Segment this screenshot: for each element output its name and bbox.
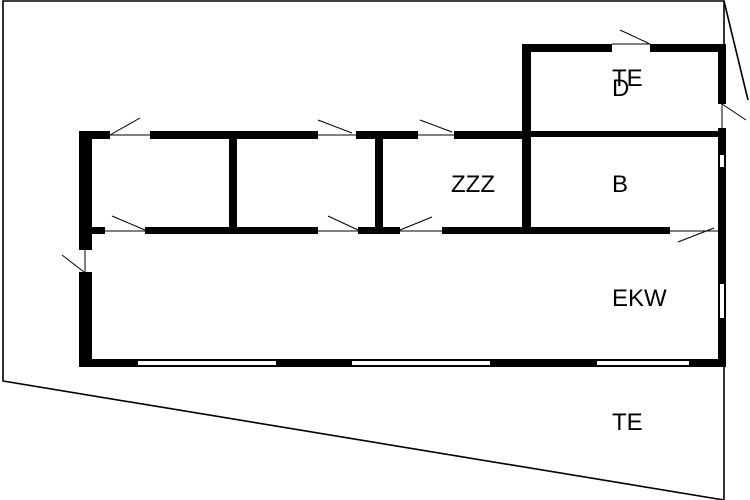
- wall-partition-1: [229, 131, 237, 234]
- window-right-1: [720, 155, 724, 167]
- wall-top-left: [79, 131, 531, 139]
- windows: [138, 155, 724, 365]
- room-label-terrace-top: TE: [612, 65, 643, 92]
- plot-boundary-right: [723, 0, 749, 101]
- wall-partition-2: [375, 131, 383, 234]
- door-swings: [61, 29, 747, 273]
- window-bottom-3: [597, 361, 689, 365]
- window-bottom-2: [352, 361, 490, 365]
- room-label-living: EKW: [612, 285, 667, 312]
- window-bottom-1: [138, 361, 276, 365]
- wall-left: [79, 131, 92, 367]
- window-right-2: [720, 284, 724, 318]
- room-label-bottom-mark: D: [612, 75, 629, 102]
- room-label-terrace-bottom: TE: [612, 409, 643, 436]
- room-label-storage: ZZZ: [451, 171, 495, 198]
- wall-tower-left: [522, 44, 531, 234]
- wall-right: [718, 44, 726, 367]
- wall-d-b: [531, 131, 718, 137]
- room-label-bathroom: B: [612, 171, 628, 198]
